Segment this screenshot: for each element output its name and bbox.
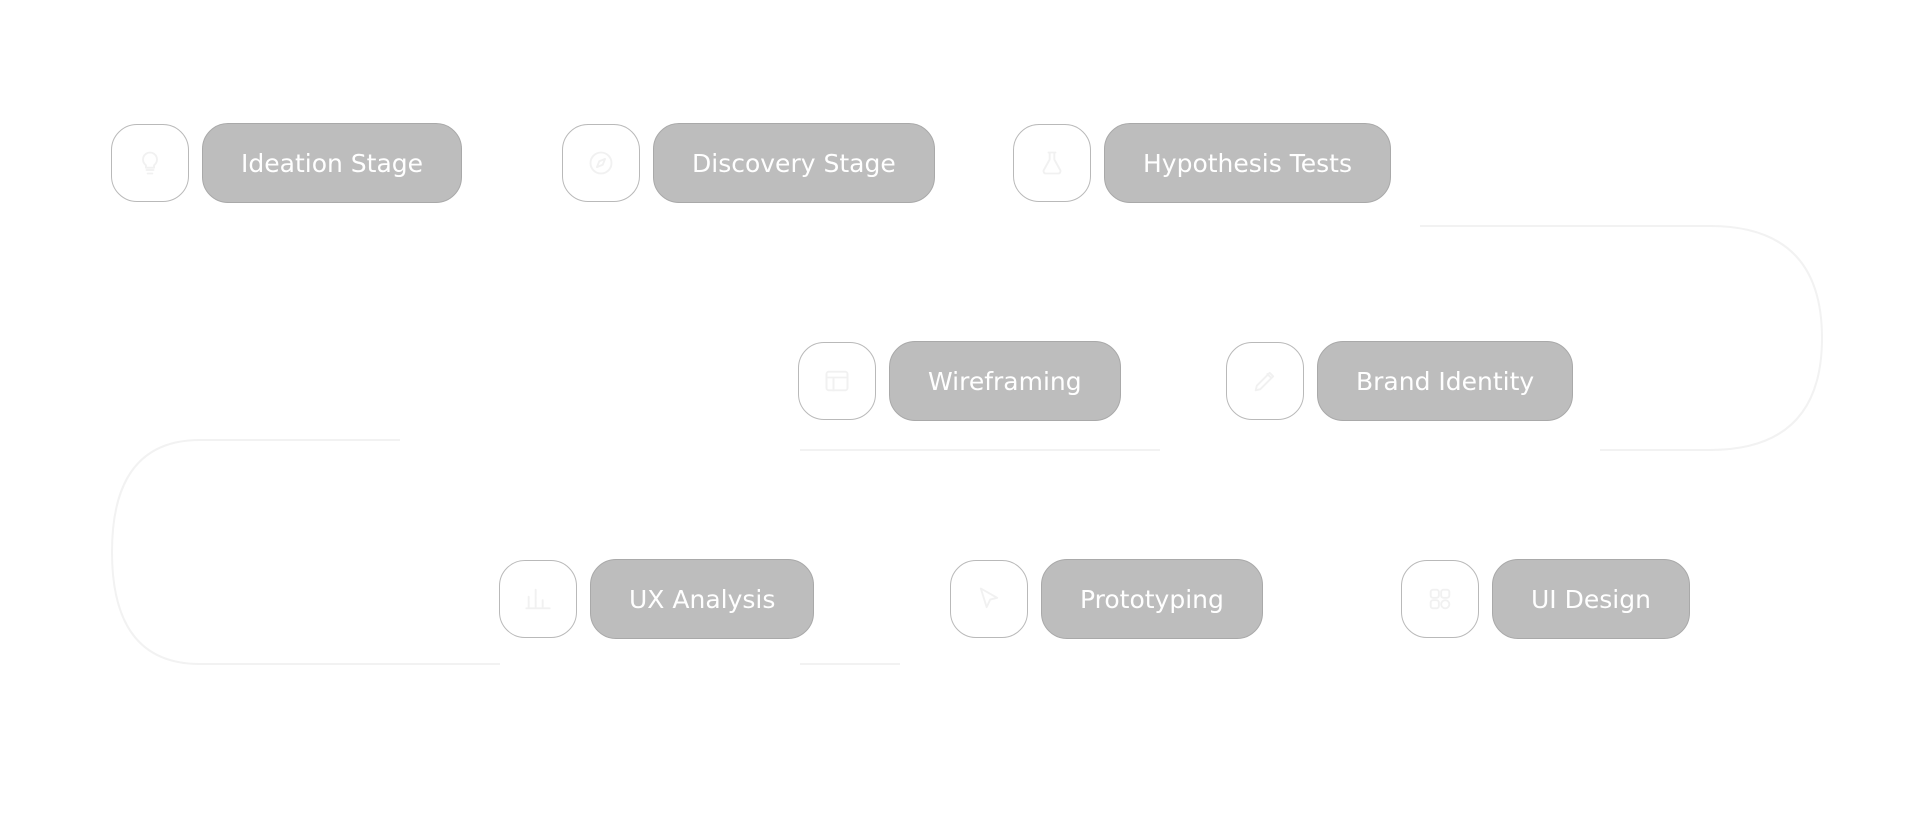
lightbulb-icon [111, 124, 189, 202]
chart-icon [499, 560, 577, 638]
prototyping-button[interactable]: Prototyping [1041, 559, 1263, 639]
discovery-stage-button[interactable]: Discovery Stage [653, 123, 935, 203]
cursor-icon [950, 560, 1028, 638]
layout-icon [798, 342, 876, 420]
hypothesis-tests-button[interactable]: Hypothesis Tests [1104, 123, 1391, 203]
node-ideation: Ideation Stage [111, 123, 463, 203]
ux-analysis-button[interactable]: UX Analysis [590, 559, 815, 639]
pen-icon [1226, 342, 1304, 420]
figma-icon [1401, 560, 1479, 638]
node-ui-design: UI Design [1401, 559, 1690, 639]
compass-icon [562, 124, 640, 202]
wireframing-button[interactable]: Wireframing [889, 341, 1121, 421]
ideation-stage-button[interactable]: Ideation Stage [202, 123, 463, 203]
node-brand-identity: Brand Identity [1226, 341, 1574, 421]
node-wireframing: Wireframing [798, 341, 1121, 421]
node-ux-analysis: UX Analysis [499, 559, 815, 639]
node-hypothesis: Hypothesis Tests [1013, 123, 1391, 203]
node-discovery: Discovery Stage [562, 123, 935, 203]
flask-icon [1013, 124, 1091, 202]
ui-design-button[interactable]: UI Design [1492, 559, 1690, 639]
brand-identity-button[interactable]: Brand Identity [1317, 341, 1574, 421]
node-prototyping: Prototyping [950, 559, 1263, 639]
